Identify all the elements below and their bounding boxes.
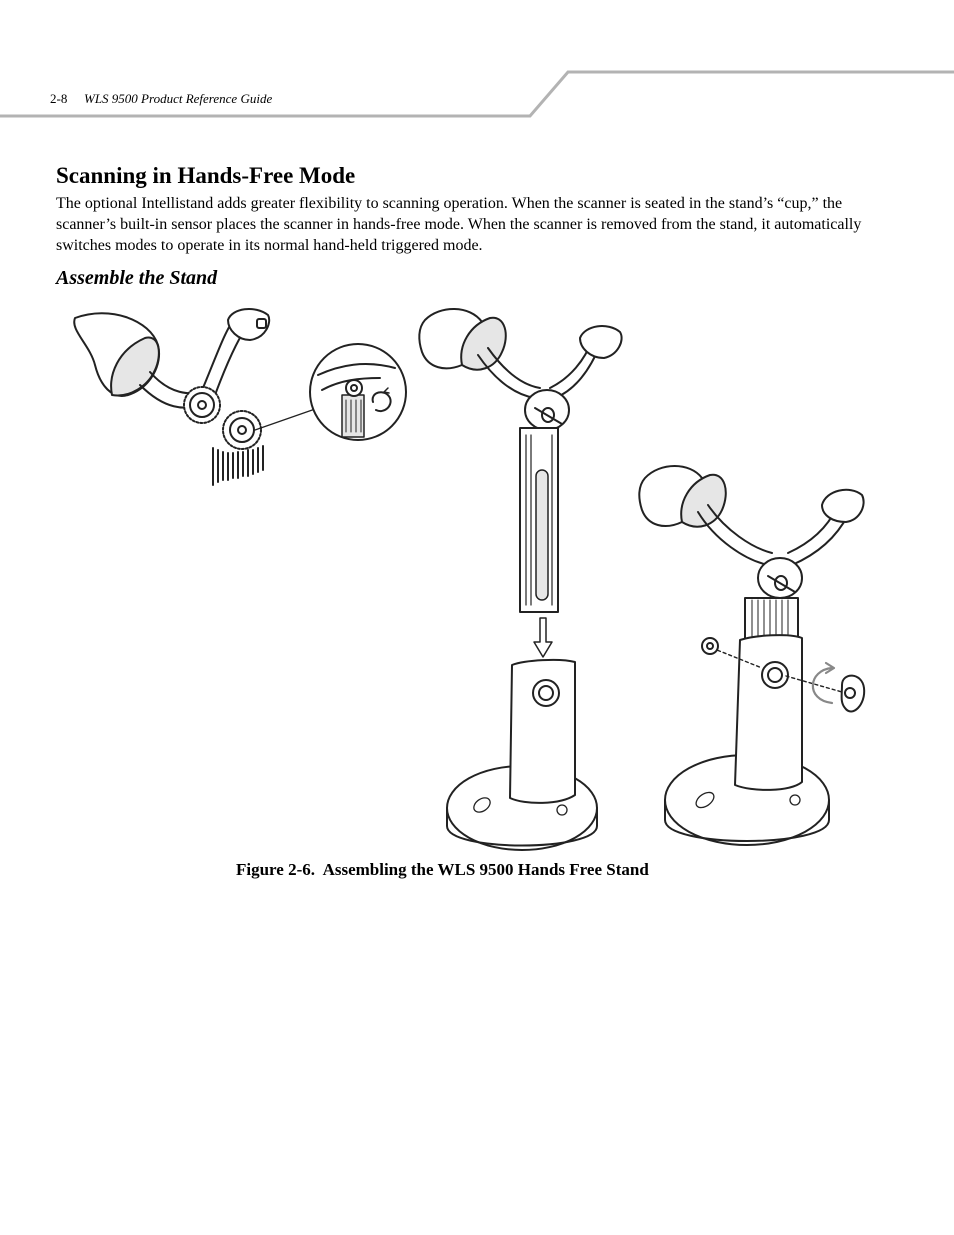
running-title: WLS 9500 Product Reference Guide (84, 91, 273, 106)
stand-insertion (418, 308, 623, 851)
header-rule (0, 70, 954, 118)
stand-assembly-illustration (73, 308, 866, 851)
section-title: Scanning in Hands-Free Mode (56, 163, 356, 188)
page-number: 2-8 (50, 91, 68, 106)
section-body: The optional Intellistand adds greater f… (56, 195, 862, 254)
figure-caption: Figure 2-6. Assembling the WLS 9500 Hand… (236, 860, 649, 879)
subsection-title: Assemble the Stand (56, 267, 218, 289)
assembled-stand (638, 465, 866, 846)
yoke-gear-detail (73, 308, 407, 486)
